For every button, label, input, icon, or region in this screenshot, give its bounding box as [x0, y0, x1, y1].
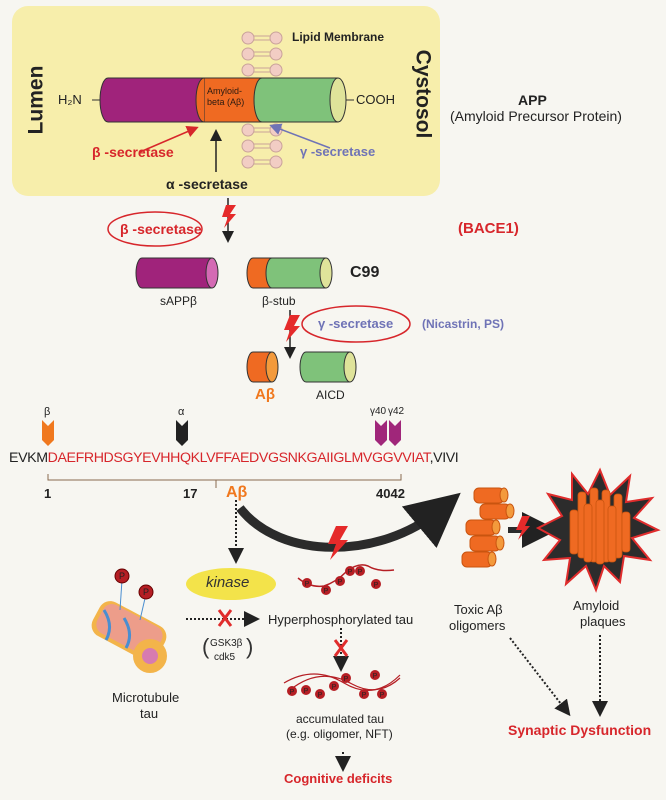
sappb-label: sAPPβ — [160, 294, 197, 308]
abeta-segment-label: Amyloid-beta (Aβ) — [207, 86, 245, 107]
synaptic-dysfunction-label: Synaptic Dysfunction — [508, 722, 652, 738]
toxic-oligomers-label: Toxic Aβ — [454, 602, 503, 617]
phospho-label: P — [332, 684, 337, 691]
plaque-fibrils — [569, 487, 631, 565]
beta-cleavage-marker — [42, 420, 54, 446]
microtubule-label: Microtubule — [112, 690, 180, 705]
gamma42-marker-label: γ42 — [388, 406, 405, 417]
c-terminus-label: COOH — [356, 92, 395, 107]
oligomers-label: oligomers — [449, 618, 506, 633]
nicastrin-ps-label: (Nicastrin, PS) — [422, 317, 505, 331]
oligomers-icon — [461, 487, 515, 568]
phospho-label: P — [380, 692, 385, 699]
sequence-suffix: ,VIVI — [429, 450, 459, 466]
lightning-icon — [284, 315, 300, 342]
abeta-bracket — [47, 474, 402, 481]
phospho-label: P — [348, 569, 353, 576]
abeta-sequence: DAEFRHDSGYEVHHQKLVFFAEDVGSNKGAIIGLMVGGVV… — [47, 450, 430, 466]
microtubule-tau-icon: PP — [91, 568, 167, 673]
phospho-label: P — [374, 582, 379, 589]
abeta-product-label: Aβ — [255, 386, 275, 403]
lightning-icon — [516, 516, 530, 540]
lipid-bilayer-top — [241, 31, 283, 77]
gamma-secretase-oval — [301, 305, 411, 343]
cognitive-deficits-label: Cognitive deficits — [284, 771, 393, 786]
phospho-label: P — [290, 689, 295, 696]
phospho-label: P — [373, 673, 378, 680]
alpha-secretase-panel-label: α -secretase — [166, 176, 248, 192]
position-1: 1 — [44, 486, 52, 501]
kinase-examples-close: ) — [246, 634, 254, 659]
gamma-secretase-panel-label: γ -secretase — [300, 144, 376, 159]
tau-label: tau — [140, 706, 159, 721]
phospho-label: P — [324, 588, 329, 595]
hyperphosphorylated-tau-label: Hyperphosphorylated tau — [268, 612, 414, 627]
sequence-prefix: EVKM — [9, 450, 48, 466]
amyloid-label: Amyloid — [573, 598, 620, 613]
inhibit-x-icon — [333, 639, 349, 657]
beta-secretase-label: β -secretase — [120, 221, 202, 237]
accumulated-tau-examples: (e.g. oligomer, NFT) — [286, 727, 393, 741]
oligomer-to-synaptic-arrow — [509, 637, 571, 717]
beta-secretase-panel-label: β -secretase — [92, 144, 174, 160]
phospho-label: P — [143, 587, 149, 597]
gamma42-cleavage-marker — [389, 420, 401, 446]
kinase-oval — [186, 568, 276, 600]
c99-cylinder — [246, 257, 333, 289]
n-terminus-label: H₂N — [58, 92, 82, 107]
phospho-label: P — [318, 692, 323, 699]
inhibit-x-icon — [217, 609, 233, 627]
phospho-label: P — [119, 571, 125, 581]
app-full-name: (Amyloid Precursor Protein) — [450, 108, 622, 124]
beta-secretase-oval — [107, 211, 203, 247]
sappb-cylinder — [135, 257, 219, 289]
phospho-label: P — [304, 688, 309, 695]
alpha-cleavage-marker — [176, 420, 188, 446]
kinase-examples: ( — [202, 634, 210, 659]
position-17: 17 — [183, 486, 198, 501]
lumen-label: Lumen — [24, 65, 48, 135]
gamma40-marker-label: γ40 — [370, 406, 387, 417]
lightning-icon — [328, 526, 348, 560]
gamma-secretase-arrow — [269, 123, 331, 149]
bace1-label: (BACE1) — [458, 220, 519, 237]
abeta-cylinder — [246, 351, 279, 383]
kinase-example-cdk5: cdk5 — [214, 652, 236, 663]
gamma40-cleavage-marker — [375, 420, 387, 446]
aicd-label: AICD — [316, 388, 345, 402]
beta-marker-label: β — [44, 406, 51, 418]
c99-label: C99 — [350, 264, 380, 281]
app-sequence: EVKMDAEFRHDSGYEVHHQKLVFFAEDVGSNKGAIIGLMV… — [9, 450, 459, 466]
aicd-cylinder — [299, 351, 357, 383]
lipid-membrane-label: Lipid Membrane — [292, 30, 385, 44]
phospho-label: P — [358, 569, 363, 576]
cytosol-label: Cystosol — [411, 49, 435, 139]
position-40-42: 4042 — [376, 486, 405, 501]
phospho-label: P — [305, 581, 310, 588]
app-protein-cylinder — [92, 77, 354, 123]
phospho-label: P — [338, 579, 343, 586]
alpha-marker-label: α — [178, 406, 185, 418]
plaques-label: plaques — [580, 614, 626, 629]
aggregation-arrow — [236, 492, 461, 552]
kinase-label: kinase — [206, 574, 250, 591]
abeta-bracket-label: Aβ — [226, 484, 248, 501]
phospho-label: P — [362, 692, 367, 699]
bstub-label: β-stub — [262, 294, 296, 308]
gamma-secretase-label: γ -secretase — [318, 316, 394, 331]
accumulated-tau-label: accumulated tau — [296, 712, 385, 726]
app-title: APP — [518, 92, 547, 108]
phospho-label: P — [344, 676, 349, 683]
beta-secretase-arrow — [139, 126, 199, 153]
lightning-icon — [222, 205, 236, 228]
kinase-example-gsk3b: GSK3β — [210, 638, 243, 649]
